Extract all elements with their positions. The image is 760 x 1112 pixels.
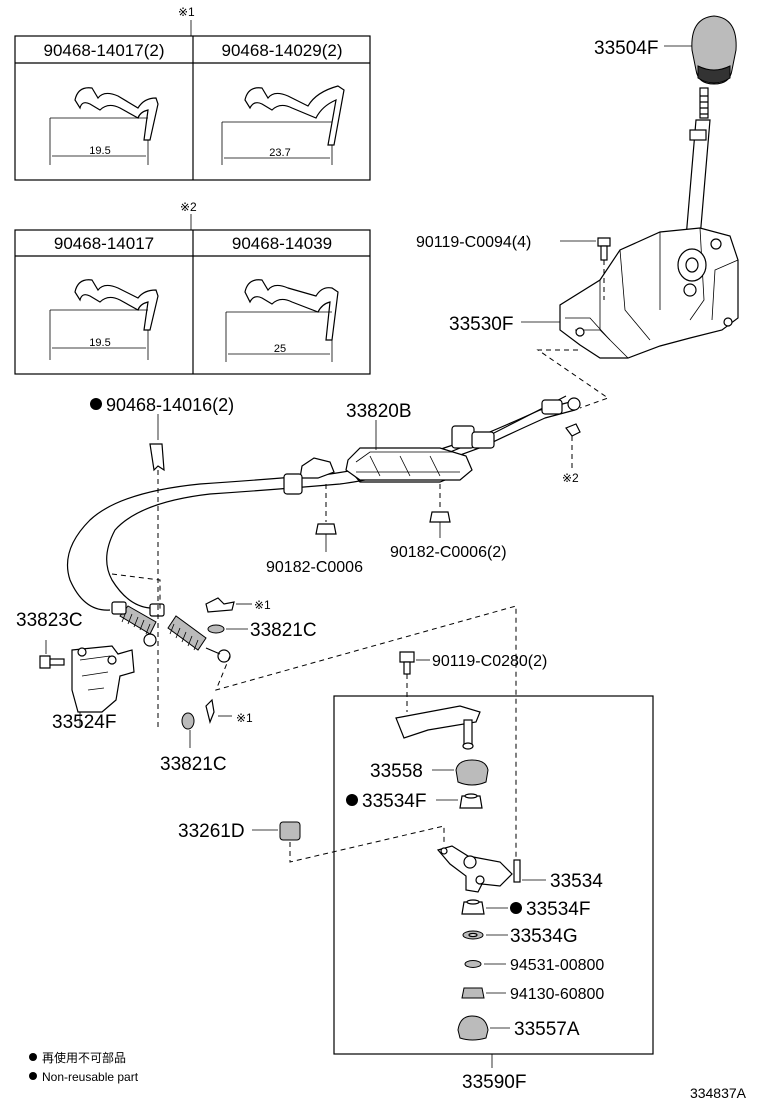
label-cap-557a: 33557A xyxy=(514,1019,580,1040)
cable-boot-1 xyxy=(119,605,157,635)
clip-drawing xyxy=(74,87,159,141)
label-assy: 33590F xyxy=(462,1072,526,1093)
box2-right-part: 90468-14039 xyxy=(232,234,332,253)
bolt-c0280: 90119-C0280(2) xyxy=(399,651,547,712)
cushion-33261d: 33261D xyxy=(178,821,445,863)
mark-2-label: ※2 xyxy=(180,200,197,214)
lever-plate xyxy=(395,705,481,750)
clip-table-1: ※1 90468-14017(2) 90468-14029(2) 19.5 23… xyxy=(14,5,371,181)
label-shift-lever: 33530F xyxy=(449,314,513,335)
shift-cable: 33820B xyxy=(66,395,581,663)
washer-94531: 94531-00800 xyxy=(464,957,604,974)
label-knob: 33504F xyxy=(594,38,658,59)
label-washer-b: 33821C xyxy=(160,754,227,775)
box2-right-dim: 25 xyxy=(274,343,286,355)
label-bush-534f-b: 33534F xyxy=(526,899,590,920)
label-bracket-c: 33823C xyxy=(16,610,83,631)
non-reusable-dot xyxy=(510,902,522,914)
label-cushion: 33261D xyxy=(178,821,245,842)
label-mark2: ※2 xyxy=(562,471,579,485)
clip-drawing xyxy=(244,279,339,341)
clip-table-2: ※2 90468-14017 90468-14039 19.5 25 xyxy=(14,200,371,375)
legend-line1: 再使用不可部品 xyxy=(42,1050,126,1065)
clip-drawing xyxy=(74,279,159,331)
box1-left-part: 90468-14017(2) xyxy=(44,41,165,60)
bush-33534f-b: 33534F xyxy=(461,899,590,920)
clip-14016: 90468-14016(2) xyxy=(90,395,234,730)
legend-line2: Non-reusable part xyxy=(42,1070,139,1084)
bush-33534f-a: 33534F xyxy=(346,791,483,812)
box1-right-dim: 23.7 xyxy=(269,147,290,159)
label-mark1-a: ※1 xyxy=(254,598,271,612)
label-clip-14016: 90468-14016(2) xyxy=(106,395,234,415)
label-bush-558: 33558 xyxy=(370,761,423,782)
box2-left-dim: 19.5 xyxy=(89,337,110,349)
clip-drawing xyxy=(244,85,345,146)
bush-33558: 33558 xyxy=(370,759,489,786)
cable-boot-2 xyxy=(167,615,207,651)
bolt-0094: 90119-C0094(4) xyxy=(416,234,611,300)
label-lever-534: 33534 xyxy=(550,871,603,892)
mark-1-label: ※1 xyxy=(178,5,195,19)
nut-90182-b: 90182-C0006(2) xyxy=(390,484,507,561)
clip-mark2: ※2 xyxy=(562,423,581,485)
washer-33534g: 33534G xyxy=(462,926,578,947)
label-bolt-c0280: 90119-C0280(2) xyxy=(432,653,547,670)
label-washer-94531: 94531-00800 xyxy=(510,957,604,974)
label-nut-94130: 94130-60800 xyxy=(510,986,604,1003)
label-cable: 33820B xyxy=(346,401,412,422)
shift-knob: 33504F xyxy=(594,15,737,85)
nut-90182-a: 90182-C0006 xyxy=(266,484,363,576)
label-bolt-0094: 90119-C0094(4) xyxy=(416,234,531,251)
label-washer-534g: 33534G xyxy=(510,926,578,947)
non-reusable-dot xyxy=(90,398,102,410)
washer-33821c-a: ※1 33821C xyxy=(205,597,317,641)
label-nut-b: 90182-C0006(2) xyxy=(390,544,507,561)
box1-left-dim: 19.5 xyxy=(89,145,110,157)
bracket-33524f: 33823C 33524F xyxy=(16,610,135,733)
cap-33557a: 33557A xyxy=(457,1015,580,1041)
label-mark1-b: ※1 xyxy=(236,711,253,725)
box2-left-part: 90468-14017 xyxy=(54,234,154,253)
assy-box-33590f: 33590F xyxy=(333,695,654,1093)
legend-dot xyxy=(29,1053,37,1061)
legend-dot xyxy=(29,1072,37,1080)
nut-94130: 94130-60800 xyxy=(461,986,604,1003)
shift-lever-rod xyxy=(685,87,711,239)
washer-33821c-b: ※1 33821C xyxy=(160,698,253,775)
label-bracket-f: 33524F xyxy=(52,712,116,733)
lever-33534: 33534 xyxy=(436,845,603,893)
diagram-id: 334837A xyxy=(690,1085,747,1101)
label-washer-a: 33821C xyxy=(250,620,317,641)
non-reusable-dot xyxy=(346,794,358,806)
shift-lever-housing: 33530F xyxy=(449,227,739,359)
label-nut-a: 90182-C0006 xyxy=(266,559,363,576)
legend: 再使用不可部品 Non-reusable part xyxy=(29,1050,139,1084)
box1-right-part: 90468-14029(2) xyxy=(222,41,343,60)
label-bush-534f-a: 33534F xyxy=(362,791,426,812)
